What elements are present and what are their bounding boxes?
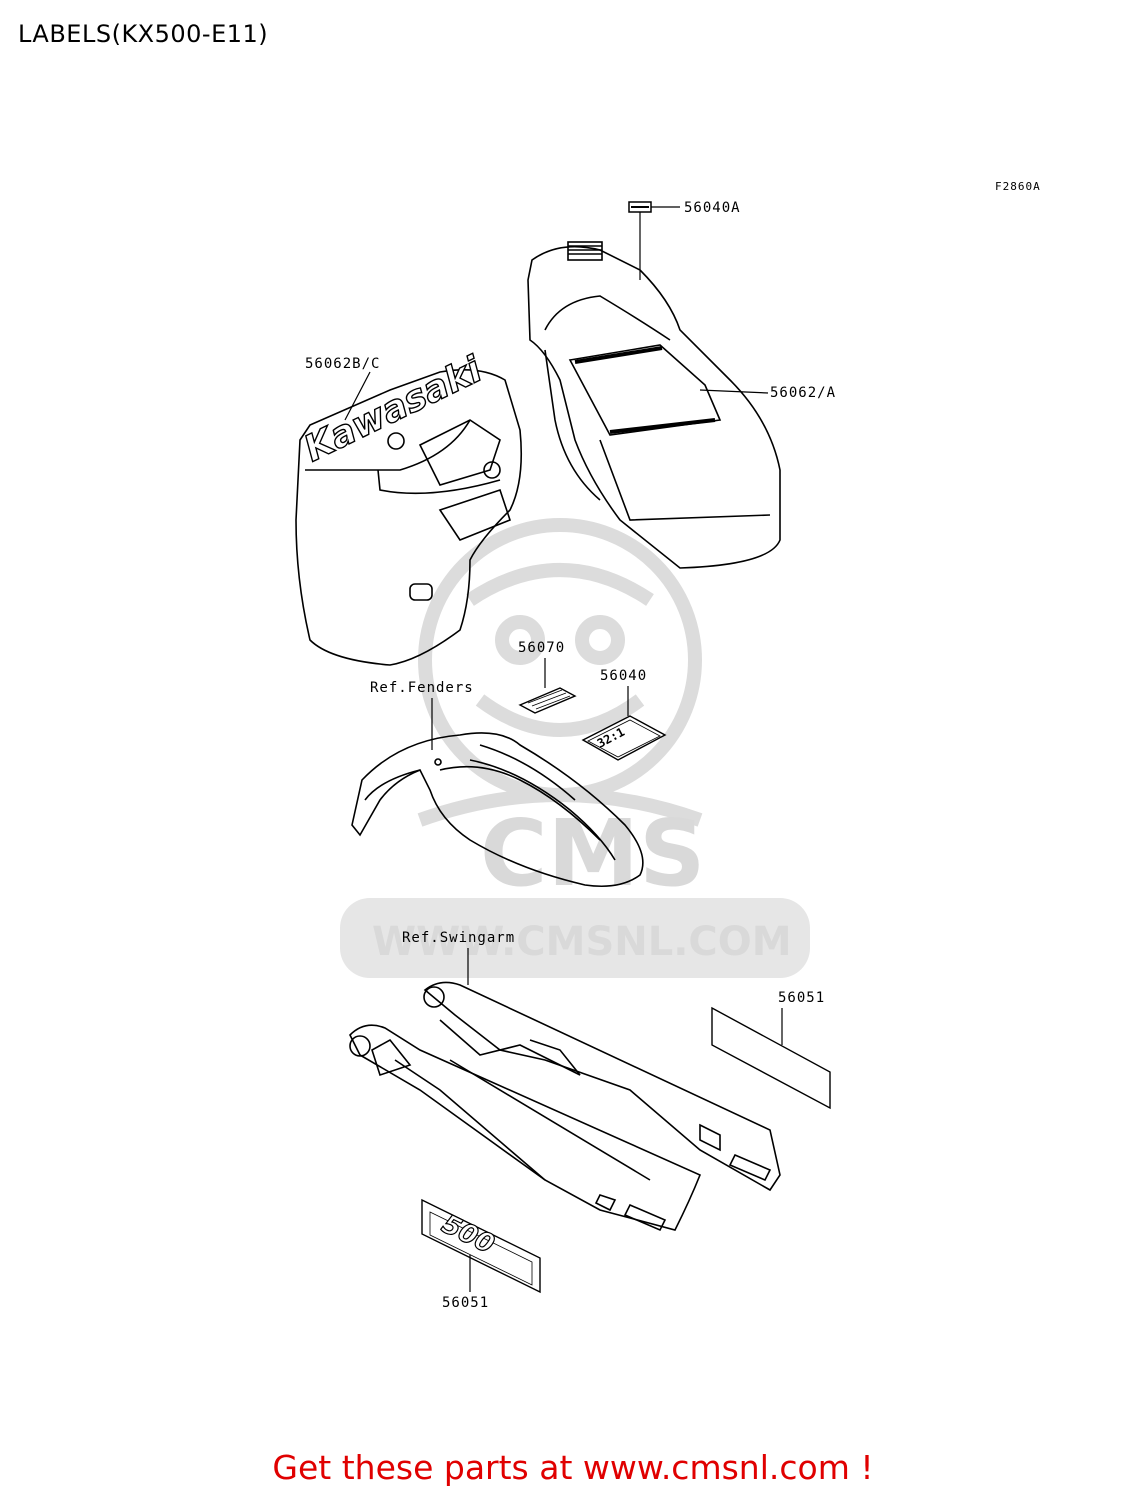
side-cover: [295, 368, 523, 666]
watermark-url: WWW.CMSNL.COM: [372, 919, 792, 965]
part-label-56062BC: 56062B/C: [305, 356, 380, 372]
cms-watermark-badge: CMS WWW.CMSNL.COM: [340, 800, 810, 978]
swingarm: [349, 981, 781, 1232]
footer-cta[interactable]: Get these parts at www.cmsnl.com !: [272, 1448, 874, 1487]
label-56040A-part: [628, 201, 680, 280]
part-label-56062A: 56062/A: [770, 385, 836, 401]
watermark-brand: CMS: [480, 800, 705, 907]
label-56070-part: [518, 687, 577, 714]
parts-diagram: CMS WWW.CMSNL.COM F2860A 56040A 56062/A: [295, 180, 1041, 1311]
part-label-56040: 56040: [600, 668, 647, 684]
ref-fenders-label: Ref.Fenders: [370, 680, 474, 696]
figure-code: F2860A: [995, 180, 1041, 193]
rear-fender: [351, 732, 644, 888]
leader-56062BC: [344, 371, 371, 421]
part-label-56051-bottom: 56051: [442, 1295, 489, 1311]
fuel-tank: [527, 241, 781, 569]
leader-56062A: [699, 389, 769, 394]
label-56051-bottom-part: [421, 1198, 541, 1294]
label-56051-right-part: [711, 1006, 831, 1110]
page-title: LABELS(KX500-E11): [18, 20, 269, 48]
cms-watermark: [417, 518, 703, 827]
part-label-56070: 56070: [518, 640, 565, 656]
part-label-56040A: 56040A: [684, 200, 741, 216]
label-56040-part: [581, 715, 667, 761]
ref-swingarm-label: Ref.Swingarm: [402, 930, 515, 946]
part-label-56051-right: 56051: [778, 990, 825, 1006]
